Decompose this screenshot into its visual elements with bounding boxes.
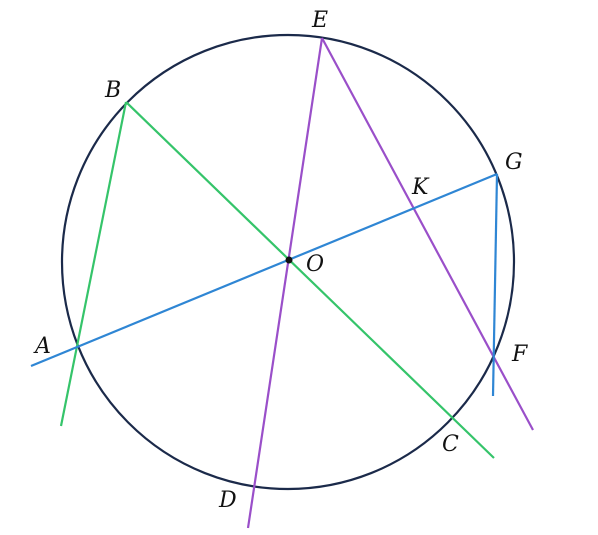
center-point-O bbox=[285, 256, 293, 264]
label-D: D bbox=[218, 488, 237, 513]
line-BA bbox=[59, 101, 128, 427]
circle bbox=[60, 33, 516, 491]
label-K: K bbox=[411, 175, 430, 200]
label-A: A bbox=[33, 334, 51, 359]
line-AG bbox=[30, 172, 498, 368]
line-ED bbox=[246, 37, 324, 529]
label-E: E bbox=[311, 8, 328, 33]
label-F: F bbox=[511, 342, 528, 367]
label-G: G bbox=[505, 150, 523, 175]
label-C: C bbox=[442, 432, 459, 457]
line-EF bbox=[321, 37, 534, 431]
line-BC bbox=[125, 101, 495, 459]
label-O: O bbox=[306, 252, 324, 277]
label-B: B bbox=[104, 78, 121, 103]
line-GF bbox=[491, 173, 499, 397]
